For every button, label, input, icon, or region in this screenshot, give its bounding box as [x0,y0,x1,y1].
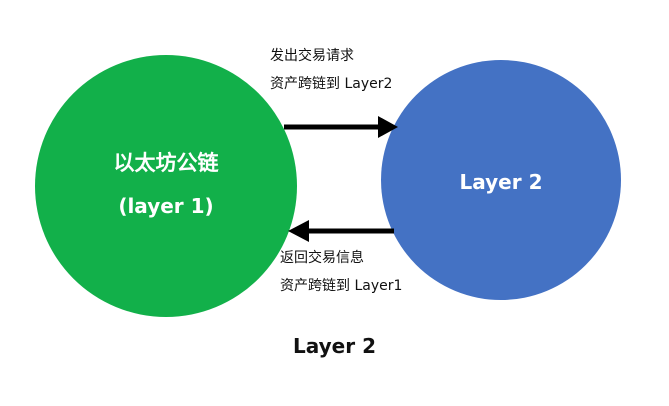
watermark-url: luyouqi.com [576,375,644,388]
request-label-line2: 资产跨链到 Layer2 [270,76,393,92]
request-label-line1: 发出交易请求 [270,48,354,64]
watermark-name: 路由器 [572,350,644,378]
layer2-title: Layer 2 [459,170,543,194]
arrow-to-layer1 [288,220,394,242]
response-label-line1: 返回交易信息 [280,250,364,266]
arrow-to-layer2 [284,116,398,138]
layer2-node [381,60,621,300]
diagram-caption: Layer 2 [293,334,376,358]
watermark: 路由器 luyouqi.com [526,342,664,392]
layer1-subtitle: (layer 1) [118,194,214,218]
layer1-node [35,55,297,317]
response-label-line2: 资产跨链到 Layer1 [280,278,403,294]
router-logo-icon [529,348,567,386]
layer1-title: 以太坊公链 [113,151,219,175]
